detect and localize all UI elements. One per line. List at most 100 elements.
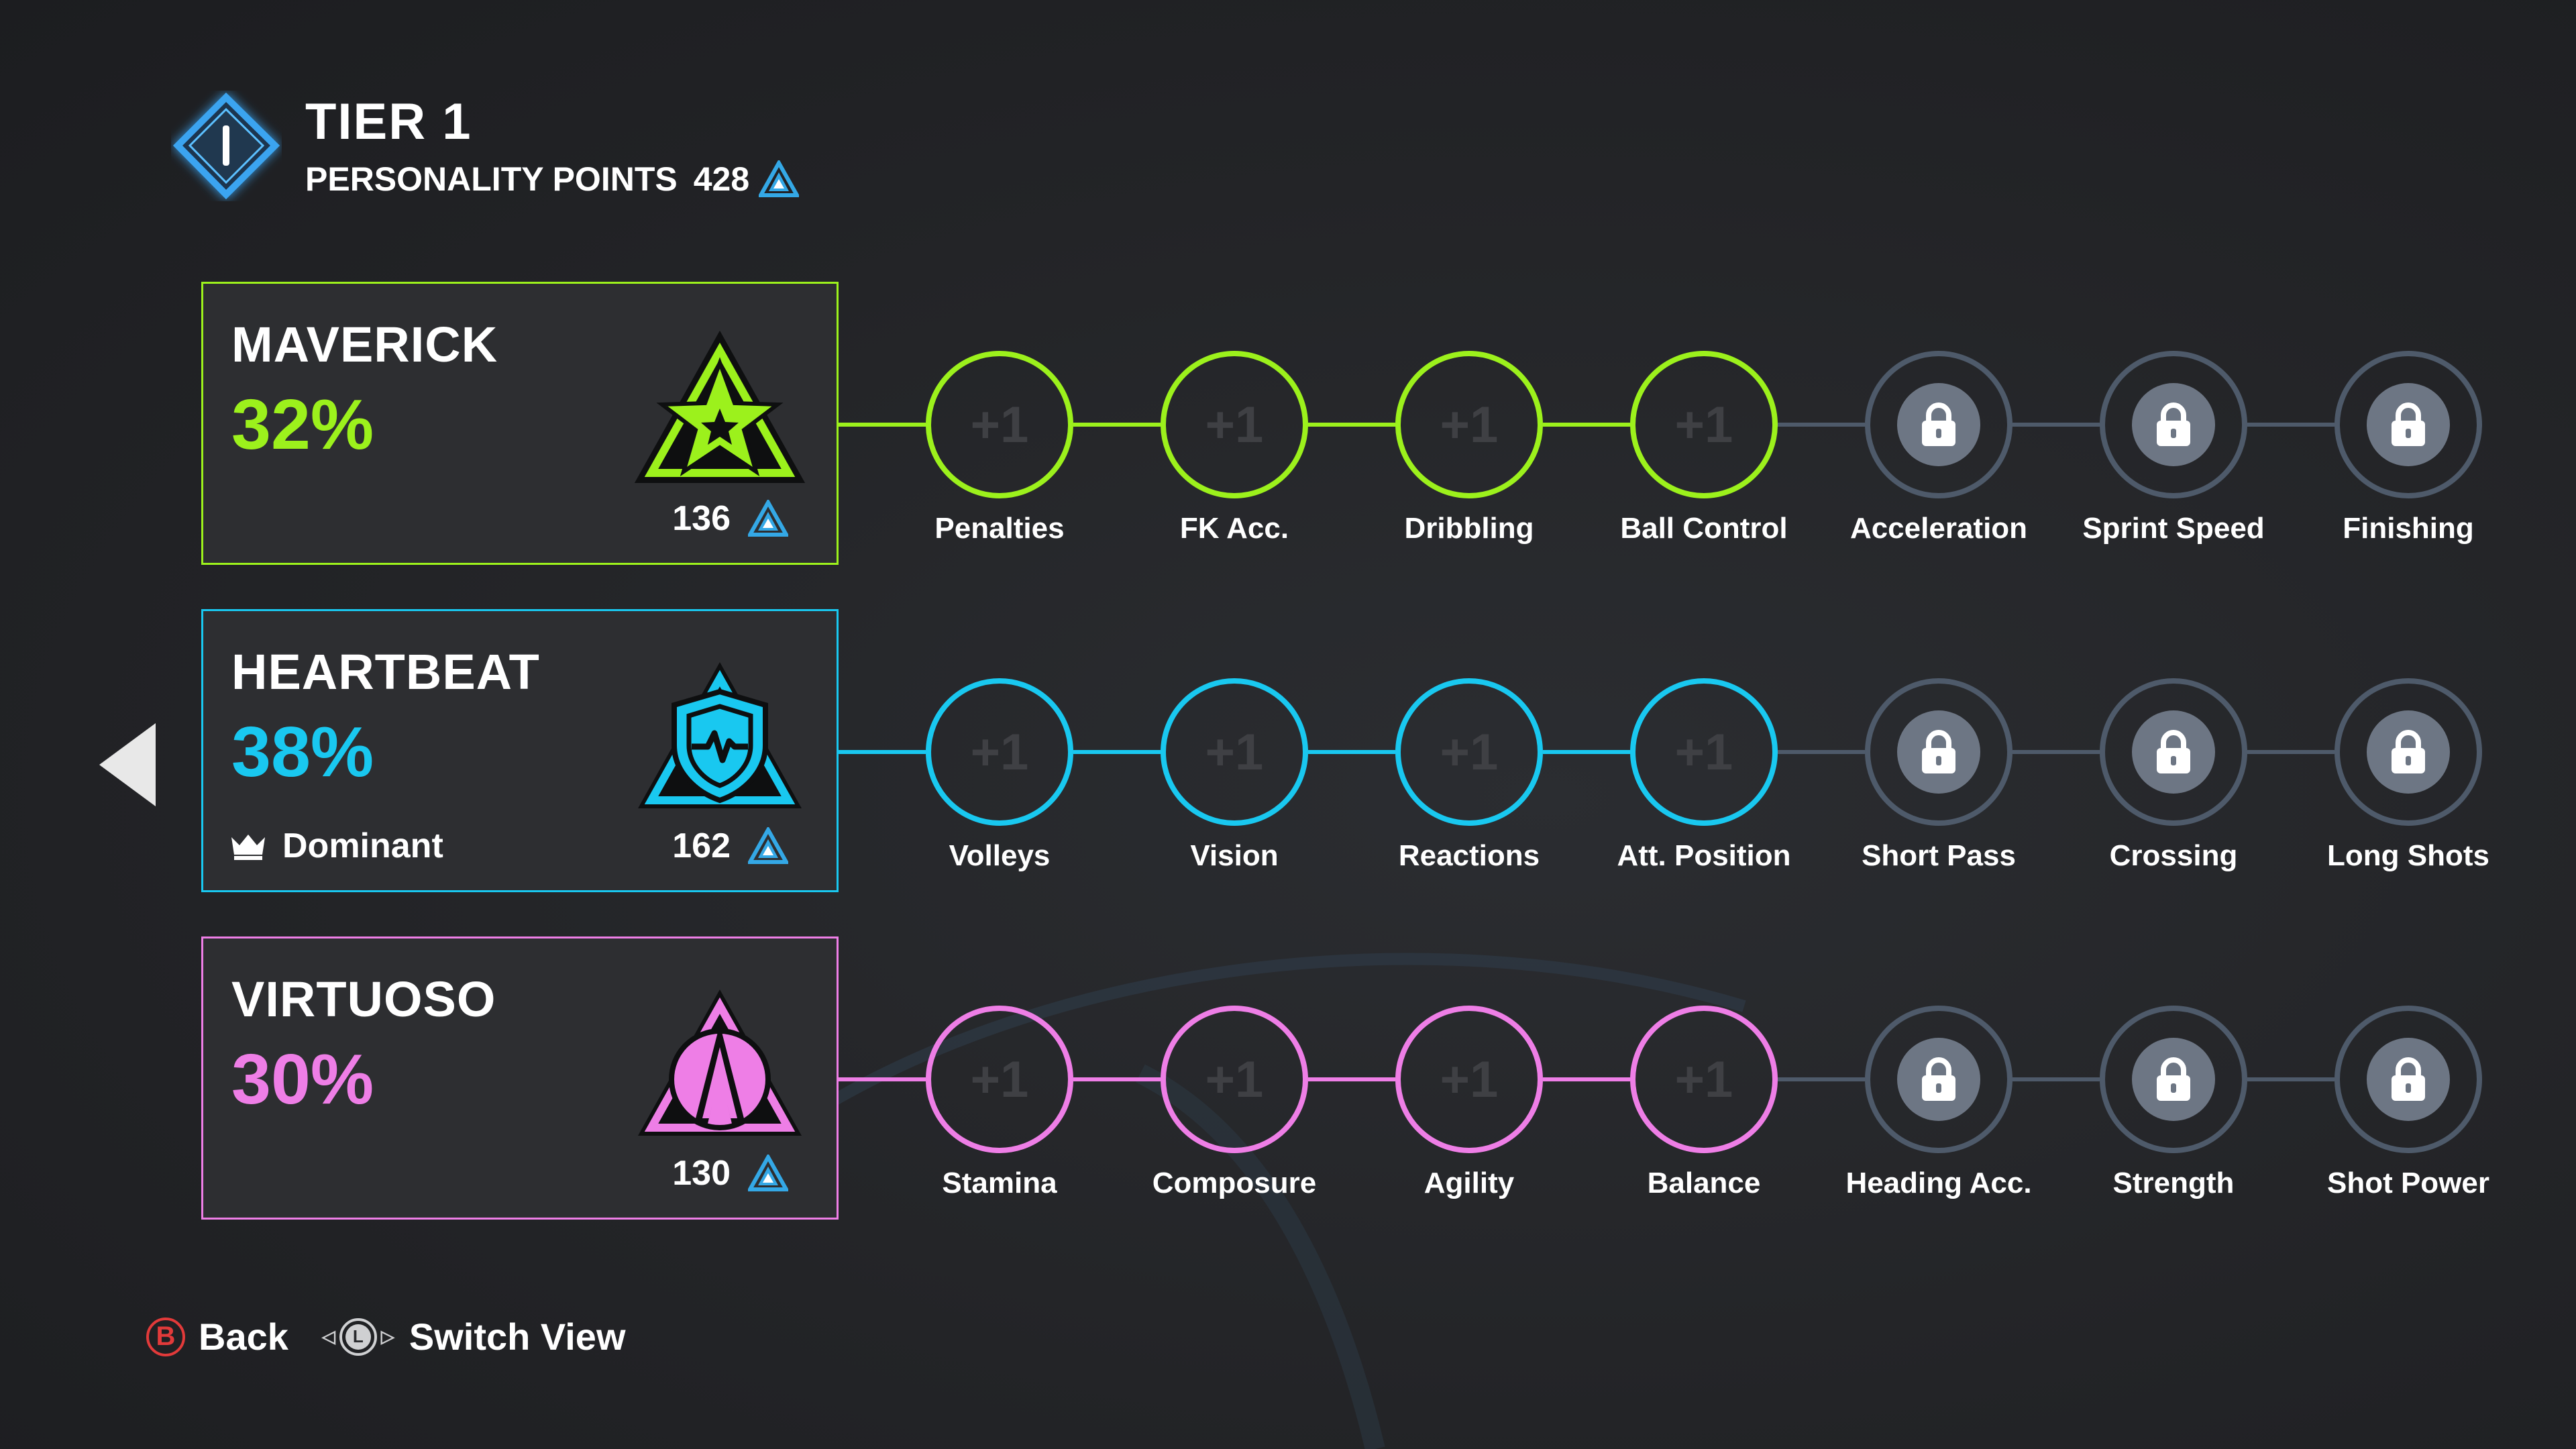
stick-glyph: L xyxy=(345,1324,371,1350)
node-bonus-value: +1 xyxy=(1440,396,1499,453)
previous-page-arrow-icon[interactable] xyxy=(99,723,156,806)
attribute-node[interactable]: +1 xyxy=(1161,351,1308,498)
b-button-icon[interactable]: B xyxy=(146,1317,185,1356)
star-emblem-icon xyxy=(634,331,806,483)
node-label: Balance xyxy=(1647,1167,1761,1199)
node-bonus-value: +1 xyxy=(1674,396,1733,453)
attribute-node[interactable]: +1 xyxy=(926,1006,1073,1153)
personality-triangle-icon xyxy=(748,827,788,864)
lock-icon xyxy=(2132,383,2215,466)
node-bonus-value: +1 xyxy=(970,396,1029,453)
attribute-node[interactable]: +1 xyxy=(926,351,1073,498)
attribute-node[interactable]: +1 xyxy=(1630,678,1778,826)
node-connector xyxy=(2247,1077,2334,1081)
node-label: FK Acc. xyxy=(1179,512,1289,545)
personality-name: HEARTBEAT xyxy=(231,644,540,700)
locked-attribute-node[interactable] xyxy=(2334,1006,2482,1153)
locked-attribute-node[interactable] xyxy=(1865,678,2012,826)
attribute-node[interactable]: +1 xyxy=(926,678,1073,826)
personality-triangle-icon xyxy=(748,1155,788,1191)
personality-points-value: 428 xyxy=(693,160,750,198)
lock-icon xyxy=(2367,1038,2450,1121)
node-label: Strength xyxy=(2112,1167,2235,1199)
node-connector xyxy=(1778,750,1865,754)
locked-attribute-node[interactable] xyxy=(2100,351,2247,498)
personality-points-value: 162 xyxy=(672,826,731,865)
node-connector xyxy=(1308,423,1395,427)
personality-card-maverick[interactable]: MAVERICK 32% 136 xyxy=(201,282,839,565)
locked-attribute-node[interactable] xyxy=(1865,1006,2012,1153)
node-bonus-value: +1 xyxy=(1440,1051,1499,1108)
node-connector xyxy=(1308,1077,1395,1081)
personality-points-label: PERSONALITY POINTS xyxy=(305,160,678,198)
node-bonus-value: +1 xyxy=(1674,723,1733,781)
locked-attribute-node[interactable] xyxy=(2100,1006,2247,1153)
back-label[interactable]: Back xyxy=(199,1316,288,1358)
personality-triangle-icon xyxy=(748,500,788,537)
personality-name: MAVERICK xyxy=(231,317,498,372)
attribute-node[interactable]: +1 xyxy=(1630,1006,1778,1153)
node-label: Att. Position xyxy=(1617,839,1791,872)
attribute-node[interactable]: +1 xyxy=(1395,351,1543,498)
attribute-node[interactable]: +1 xyxy=(1630,351,1778,498)
node-connector xyxy=(1778,1077,1865,1081)
node-bonus-value: +1 xyxy=(1205,1051,1264,1108)
attribute-node[interactable]: +1 xyxy=(1161,1006,1308,1153)
node-connector xyxy=(1778,423,1865,427)
locked-attribute-node[interactable] xyxy=(1865,351,2012,498)
footer-controls: B Back ◁ L ▷ Switch View xyxy=(146,1315,626,1358)
node-connector xyxy=(2012,750,2100,754)
locked-attribute-node[interactable] xyxy=(2334,678,2482,826)
node-label: Composure xyxy=(1152,1167,1317,1199)
node-label: Sprint Speed xyxy=(2082,512,2265,545)
crown-icon xyxy=(231,835,265,860)
node-connector xyxy=(1308,750,1395,754)
node-connector xyxy=(2012,423,2100,427)
heartbeat-shield-icon xyxy=(638,662,802,808)
left-stick-icon[interactable]: ◁ L ▷ xyxy=(322,1318,394,1356)
dominant-badge: Dominant xyxy=(230,826,443,866)
node-bonus-value: +1 xyxy=(1674,1051,1733,1108)
lock-icon xyxy=(2367,710,2450,794)
personality-name: VIRTUOSO xyxy=(231,971,496,1027)
locked-attribute-node[interactable] xyxy=(2100,678,2247,826)
node-label: Crossing xyxy=(2109,839,2238,872)
node-connector xyxy=(1073,423,1161,427)
personality-percent: 38% xyxy=(231,712,374,792)
personality-points-value: 136 xyxy=(672,499,731,538)
node-label: Penalties xyxy=(934,512,1065,545)
node-label: Finishing xyxy=(2343,512,2474,545)
lock-icon xyxy=(2367,383,2450,466)
tier-badge-icon xyxy=(172,92,280,200)
node-label: Long Shots xyxy=(2327,839,2489,872)
node-connector xyxy=(839,750,926,754)
node-label: Vision xyxy=(1190,839,1279,872)
node-label: Stamina xyxy=(942,1167,1057,1199)
lock-icon xyxy=(1897,1038,1980,1121)
node-connector xyxy=(2012,1077,2100,1081)
personality-points-row: 162 xyxy=(672,826,788,866)
node-connector xyxy=(2247,750,2334,754)
node-label: Agility xyxy=(1424,1167,1515,1199)
node-label: Reactions xyxy=(1398,839,1540,872)
personality-percent: 32% xyxy=(231,385,374,464)
switch-view-label[interactable]: Switch View xyxy=(409,1316,626,1358)
tier-title: TIER 1 xyxy=(305,93,472,150)
node-connector xyxy=(1543,423,1630,427)
virtuoso-a-icon xyxy=(638,989,802,1136)
personality-card-heartbeat[interactable]: HEARTBEAT 38% Dominant 162 xyxy=(201,609,839,892)
node-connector xyxy=(2247,423,2334,427)
node-connector xyxy=(1543,750,1630,754)
node-connector xyxy=(1543,1077,1630,1081)
personality-card-virtuoso[interactable]: VIRTUOSO 30% 130 xyxy=(201,936,839,1220)
attribute-node[interactable]: +1 xyxy=(1395,678,1543,826)
node-bonus-value: +1 xyxy=(970,1051,1029,1108)
node-label: Shot Power xyxy=(2326,1167,2490,1199)
attribute-node[interactable]: +1 xyxy=(1395,1006,1543,1153)
locked-attribute-node[interactable] xyxy=(2334,351,2482,498)
lock-icon xyxy=(1897,710,1980,794)
personality-points: PERSONALITY POINTS 428 xyxy=(305,160,800,199)
personality-points-value: 130 xyxy=(672,1154,731,1193)
node-label: Acceleration xyxy=(1849,512,2028,545)
attribute-node[interactable]: +1 xyxy=(1161,678,1308,826)
